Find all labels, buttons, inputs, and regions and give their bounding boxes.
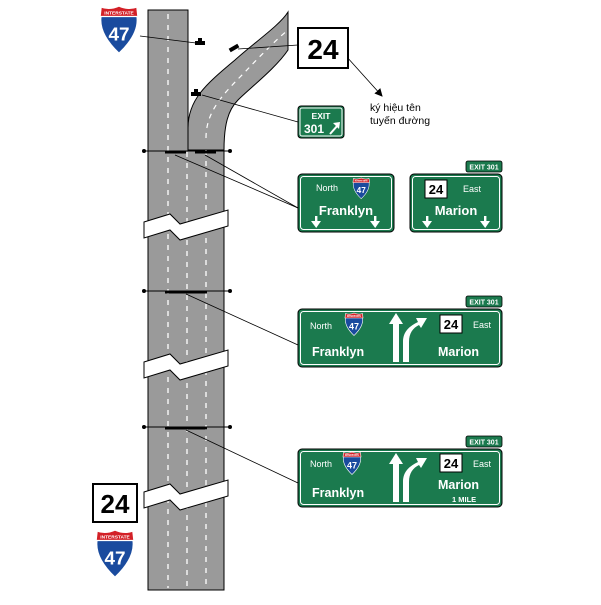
route-marker-number: 24 [444,456,459,471]
marion-city: Marion [438,345,479,359]
marion-direction: East [473,320,492,330]
route-marker-small [439,453,463,473]
exit-tab-label: EXIT 301 [469,300,498,307]
split-arrow-icon [389,313,427,362]
route-marker-bottom: 24 [92,483,138,523]
exit-tab-3: EXIT 301 [465,435,503,448]
exit-gore-number: 301 [304,122,324,136]
franklyn-city: Franklyn [319,203,373,218]
gantry-2 [142,289,232,294]
shield-banner-text: INTERSTATE [347,315,362,318]
annotation-line-2: tuyến đường [370,115,430,127]
franklyn-direction: North [310,321,332,331]
route-marker-small [439,314,463,334]
franklyn-direction: North [310,459,332,469]
marion-direction: East [473,459,492,469]
shield-number-text: 47 [108,25,129,46]
route-marker-small [424,179,448,199]
post-sign-exit [191,89,201,96]
sign-advance-diagrammatic: North INTERSTATE 47 Franklyn 24 East Mar… [297,448,503,508]
exit-gore-label: EXIT [312,111,332,121]
interstate-shield-small: INTERSTATE 47 [352,177,370,199]
road-break-1 [143,209,229,241]
interstate-shield-top: INTERSTATE 47 [99,5,139,54]
down-arrow-icon [311,216,321,228]
down-arrow-icon [370,216,380,228]
sign-marion-east: 24 East Marion [409,173,503,233]
post-sign-route [228,43,240,53]
marion-city: Marion [438,478,479,492]
shield-number-text: 47 [357,186,367,195]
sign-franklyn-north: North INTERSTATE 47 Franklyn [297,173,395,233]
exit-tab-label: EXIT 301 [469,440,498,447]
highway-road [142,9,289,591]
down-arrow-icon [422,216,432,228]
gantry-3 [142,425,232,430]
interstate-shield-small: INTERSTATE 47 [344,312,364,336]
road-break-3 [143,479,229,511]
franklyn-direction: North [316,183,338,193]
gantry-1 [142,149,232,154]
route-marker-number: 24 [307,34,339,65]
up-right-arrow-icon [329,122,340,135]
split-arrow-icon [389,453,427,502]
shield-banner-text: INTERSTATE [355,180,369,183]
interstate-shield-small: INTERSTATE 47 [342,451,362,475]
post-sign-shield [195,38,205,45]
exit-ramp [187,10,289,151]
sign-combined-diagrammatic: North INTERSTATE 47 Franklyn 24 East Mar… [297,308,503,368]
shield-number-text: 47 [104,549,125,570]
exit-tab-label: EXIT 301 [469,165,498,172]
shield-banner-text: INTERSTATE [345,454,360,457]
marion-city: Marion [435,203,478,218]
exit-tab-2: EXIT 301 [465,295,503,308]
shield-banner-text: INTERSTATE [104,10,134,16]
interstate-shield-bottom: INTERSTATE 47 [95,529,135,578]
route-marker-number: 24 [429,182,444,197]
route-marker-number: 24 [444,317,459,332]
franklyn-city: Franklyn [312,345,364,359]
down-arrow-icon [480,216,490,228]
route-marker-number: 24 [101,489,130,519]
marion-direction: East [463,184,482,194]
leader-lines [139,35,383,484]
distance-text: 1 MILE [452,495,476,504]
route-marker-top: 24 [297,27,349,69]
shield-banner-text: INTERSTATE [100,534,130,540]
road-break-2 [143,349,229,381]
exit-gore-sign: EXIT 301 [297,105,345,139]
exit-tab-1: EXIT 301 [465,160,503,173]
annotation-line-1: ký hiệu tên [370,102,421,114]
shield-number-text: 47 [347,461,357,471]
franklyn-city: Franklyn [312,486,364,500]
shield-number-text: 47 [349,322,359,332]
